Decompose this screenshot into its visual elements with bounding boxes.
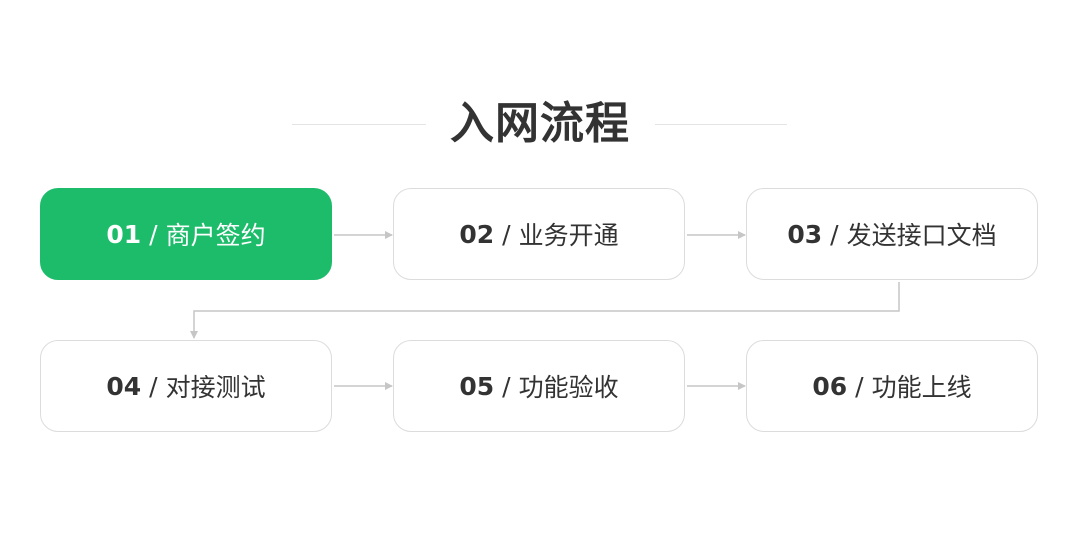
step-label: 发送接口文档 [846,221,997,250]
page-title: 入网流程 [450,98,630,149]
step-separator: / [149,371,158,401]
step-label: 业务开通 [518,221,619,250]
step-label: 功能验收 [518,373,619,402]
step-03-send-api-docs: 03/发送接口文档 [746,188,1038,280]
step-05-acceptance: 05/功能验收 [393,340,685,432]
step-separator: / [502,371,511,401]
title-divider-left [292,124,426,125]
step-02-service-activation: 02/业务开通 [393,188,685,280]
step-label: 功能上线 [871,373,972,402]
step-number: 04 [106,371,142,401]
step-01-merchant-signing: 01/商户签约 [40,188,332,280]
step-label: 对接测试 [165,373,266,402]
step-separator: / [830,219,839,249]
step-separator: / [855,371,864,401]
step-separator: / [149,219,158,249]
step-number: 06 [812,371,848,401]
step-label: 商户签约 [165,221,266,250]
title-divider-right [655,124,787,125]
step-06-go-live: 06/功能上线 [746,340,1038,432]
step-separator: / [502,219,511,249]
step-number: 05 [459,371,495,401]
step-number: 01 [106,219,142,249]
arrow-03-04 [190,282,900,339]
title-block: 入网流程 [0,92,1080,156]
step-number: 03 [787,219,823,249]
step-04-integration-testing: 04/对接测试 [40,340,332,432]
step-number: 02 [459,219,495,249]
